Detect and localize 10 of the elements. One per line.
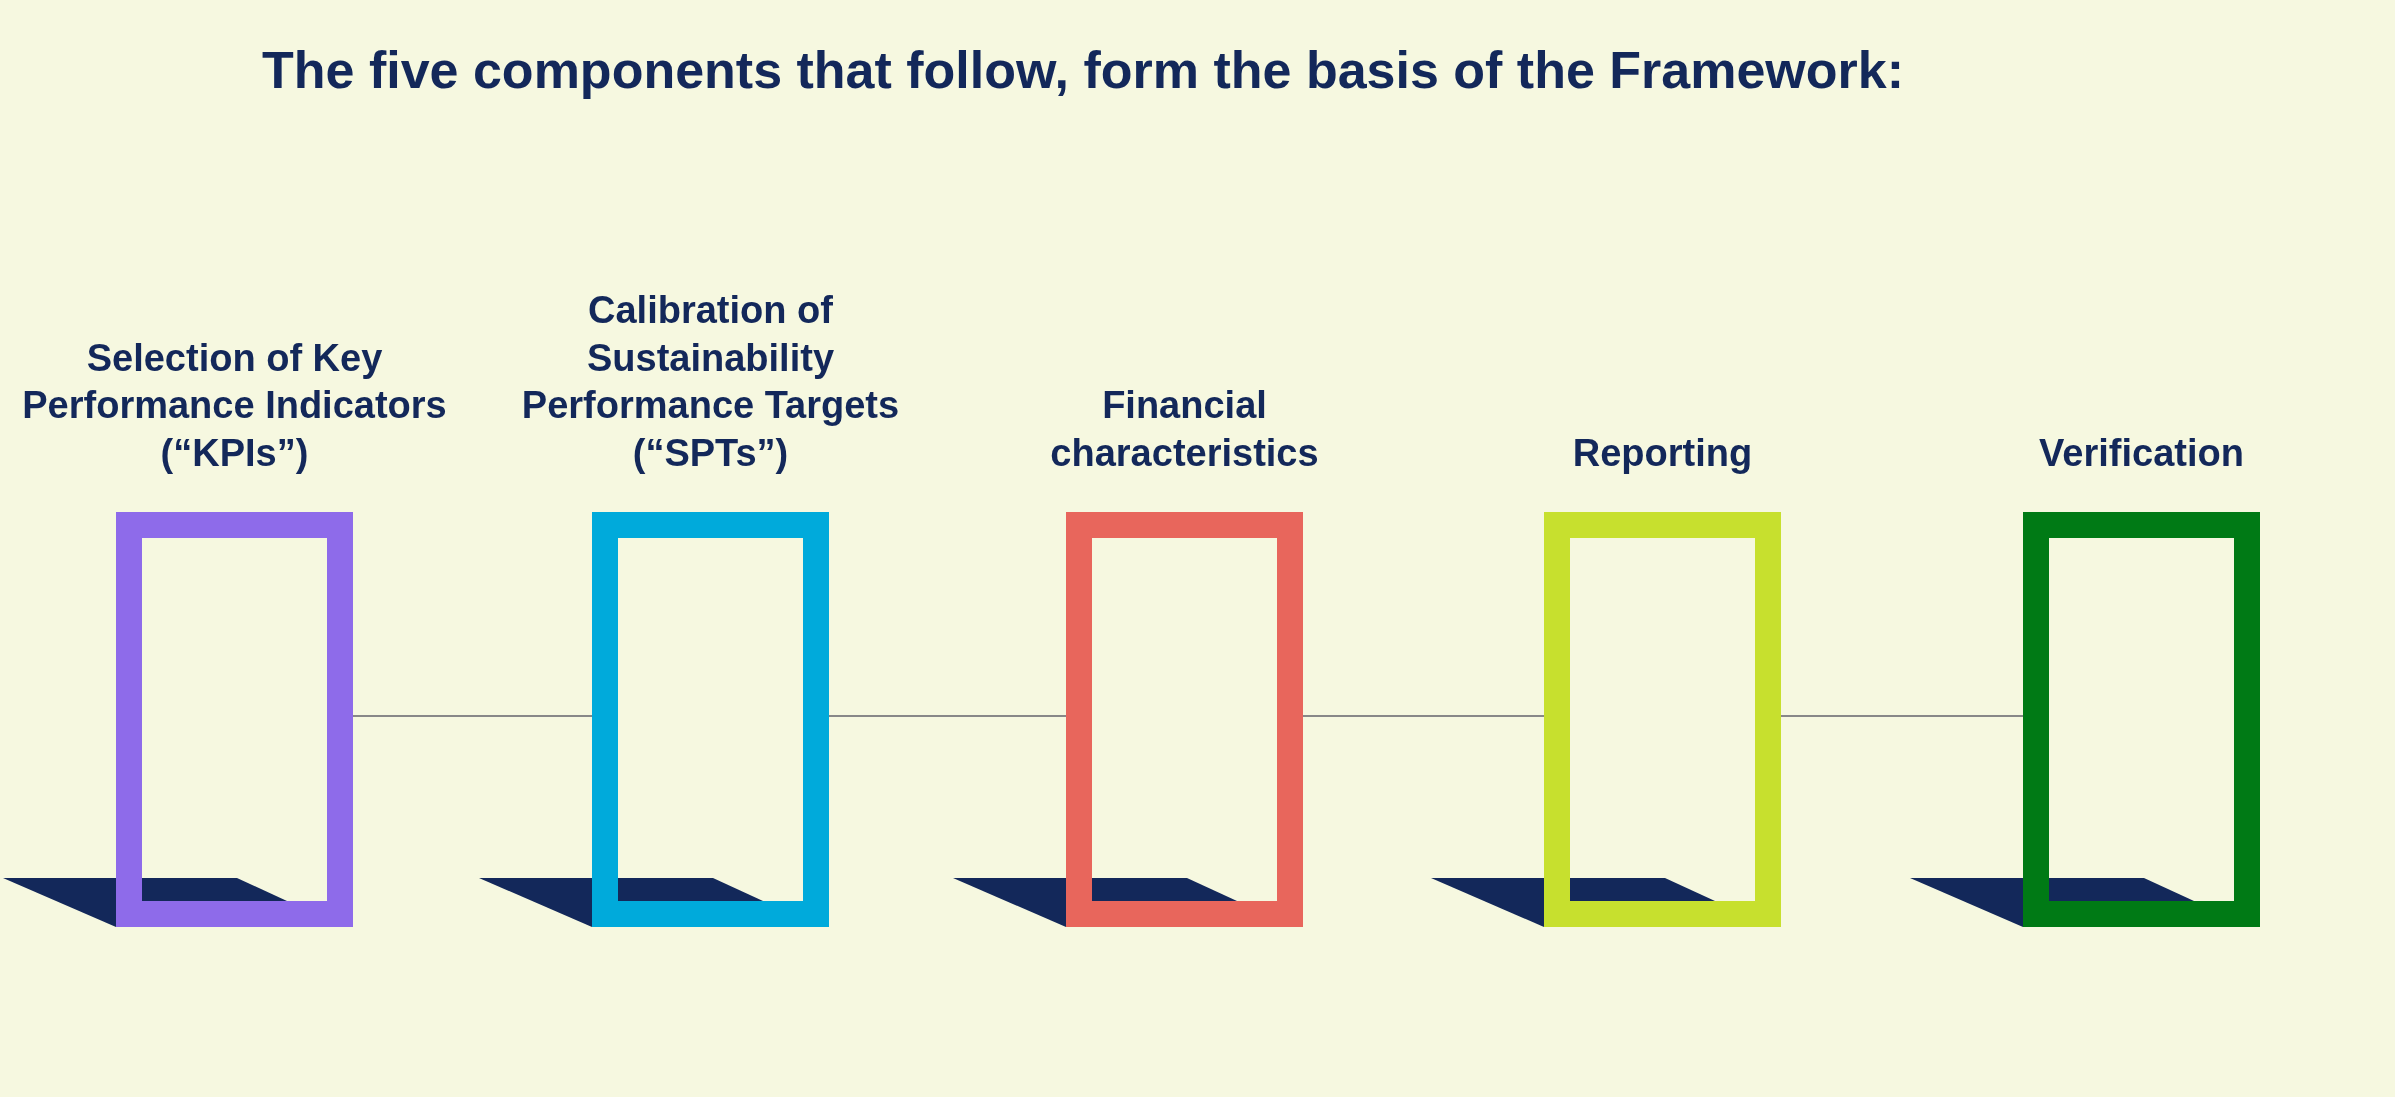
connector-line [352, 715, 593, 717]
connector-line [828, 715, 1067, 717]
step-heading: Verification [2038, 430, 2245, 476]
connector-line [1302, 715, 1545, 717]
connector-line [1780, 715, 2024, 717]
step-heading: Selection of Key Performance Indicators (“KPIs”) [21, 335, 448, 476]
step-heading: Calibration of Sustainability Performance Targets (“SPTs”) [520, 288, 901, 476]
diagram-title: The five components that follow, form the basis of the Framework: [262, 40, 1905, 100]
step-heading: Reporting [1571, 430, 1754, 476]
step-heading: Financial characteristics [1049, 383, 1320, 476]
